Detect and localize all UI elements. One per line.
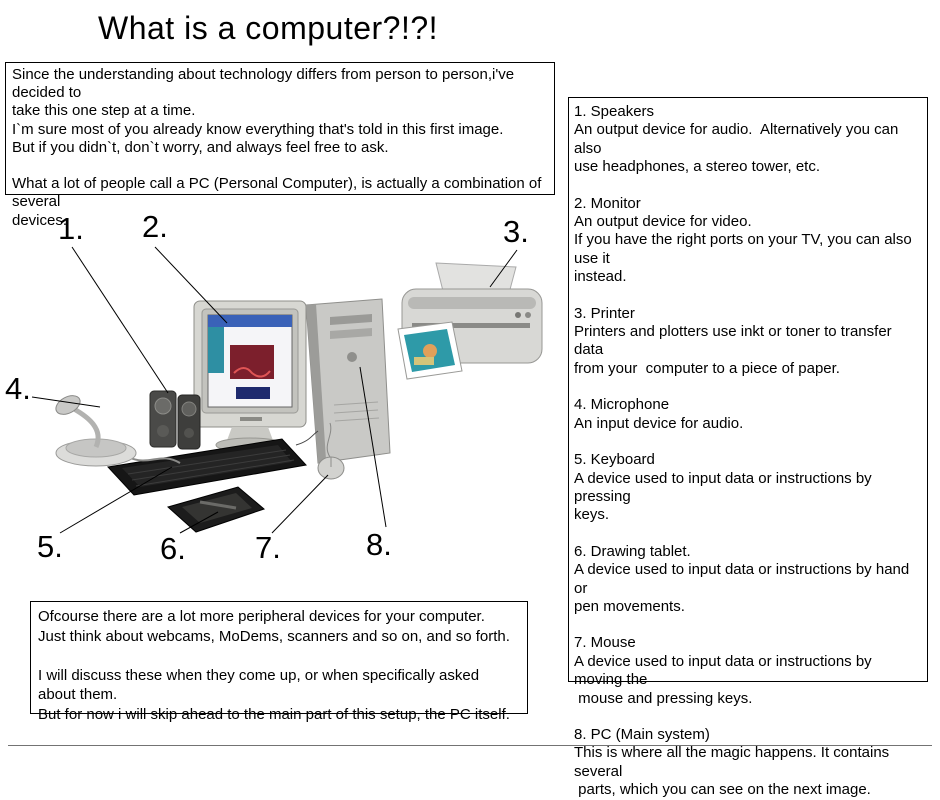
device-item-heading: 7. Mouse	[574, 634, 636, 652]
device-item-mouse: 7. Mouse A device used to input data or …	[574, 634, 922, 708]
leader-line-microphone	[31, 396, 101, 408]
device-item-body: An output device for audio. Alternativel…	[574, 121, 899, 176]
computer-setup-diagram: 1. 2. 3. 4. 5. 6. 7. 8.	[0, 205, 565, 600]
computer-setup-illustration	[31, 246, 543, 534]
diagram-label-8: 8.	[366, 527, 392, 562]
device-item-heading: 2. Monitor	[574, 194, 641, 212]
leader-line-tablet	[179, 511, 219, 534]
leader-line-keyboard	[59, 466, 173, 534]
device-item-drawing-tablet: 6. Drawing tablet. A device used to inpu…	[574, 543, 922, 617]
microphone-illustration	[55, 395, 181, 467]
diagram-label-2: 2.	[142, 209, 168, 244]
page-title: What is a computer?!?!	[98, 10, 439, 46]
outro-text: Ofcourse there are a lot more peripheral…	[38, 608, 510, 723]
device-item-monitor: 2. Monitor An output device for video. I…	[574, 195, 922, 287]
intro-text: Since the understanding about technology…	[12, 66, 542, 229]
device-item-heading: 8. PC (Main system)	[574, 725, 710, 743]
device-item-heading: 6. Drawing tablet.	[574, 542, 691, 560]
device-item-keyboard: 5. Keyboard A device used to input data …	[574, 451, 922, 525]
pc-tower-illustration	[305, 298, 391, 464]
device-item-printer: 3. Printer Printers and plotters use ink…	[574, 305, 922, 379]
leader-line-monitor	[154, 246, 228, 324]
bottom-divider	[8, 745, 932, 746]
device-item-body: An input device for audio.	[574, 414, 744, 432]
leader-line-mouse	[271, 474, 329, 534]
device-item-heading: 4. Microphone	[574, 396, 670, 414]
drawing-tablet-illustration	[166, 486, 265, 533]
mouse-illustration	[317, 422, 345, 480]
diagram-label-4: 4.	[5, 371, 31, 406]
device-item-heading: 3. Printer	[574, 304, 635, 322]
diagram-label-7: 7.	[255, 530, 281, 565]
leader-line-pc	[359, 366, 387, 528]
device-item-heading: 1. Speakers	[574, 103, 655, 120]
printer-illustration	[397, 262, 543, 380]
device-item-body: Printers and plotters use inkt or toner …	[574, 323, 892, 377]
keyboard-illustration	[106, 430, 319, 496]
device-item-microphone: 4. Microphone An input device for audio.	[574, 396, 922, 433]
device-item-body: A device used to input data or instructi…	[574, 561, 910, 615]
leader-lines	[31, 246, 518, 534]
device-item-pc: 8. PC (Main system) This is where all th…	[574, 726, 922, 800]
device-item-body: This is where all the magic happens. It …	[574, 744, 890, 799]
diagram-label-1: 1.	[58, 211, 84, 246]
device-item-body: An output device for video. If you have …	[574, 213, 912, 286]
outro-text-box: Ofcourse there are a lot more peripheral…	[30, 601, 528, 723]
diagram-label-3: 3.	[503, 214, 529, 249]
speakers-illustration	[149, 390, 201, 450]
intro-text-box: Since the understanding about technology…	[5, 62, 555, 229]
device-item-body: A device used to input data or instructi…	[574, 652, 872, 707]
diagram-label-5: 5.	[37, 529, 63, 564]
monitor-illustration	[193, 300, 307, 453]
diagram-label-6: 6.	[160, 531, 186, 566]
device-list-box: 1. Speakers An output device for audio. …	[568, 97, 928, 798]
device-item-heading: 5. Keyboard	[574, 451, 655, 469]
device-item-speakers: 1. Speakers An output device for audio. …	[574, 103, 922, 177]
device-item-body: A device used to input data or instructi…	[574, 469, 872, 524]
leader-line-printer	[489, 249, 518, 288]
leader-line-speakers	[71, 246, 169, 394]
